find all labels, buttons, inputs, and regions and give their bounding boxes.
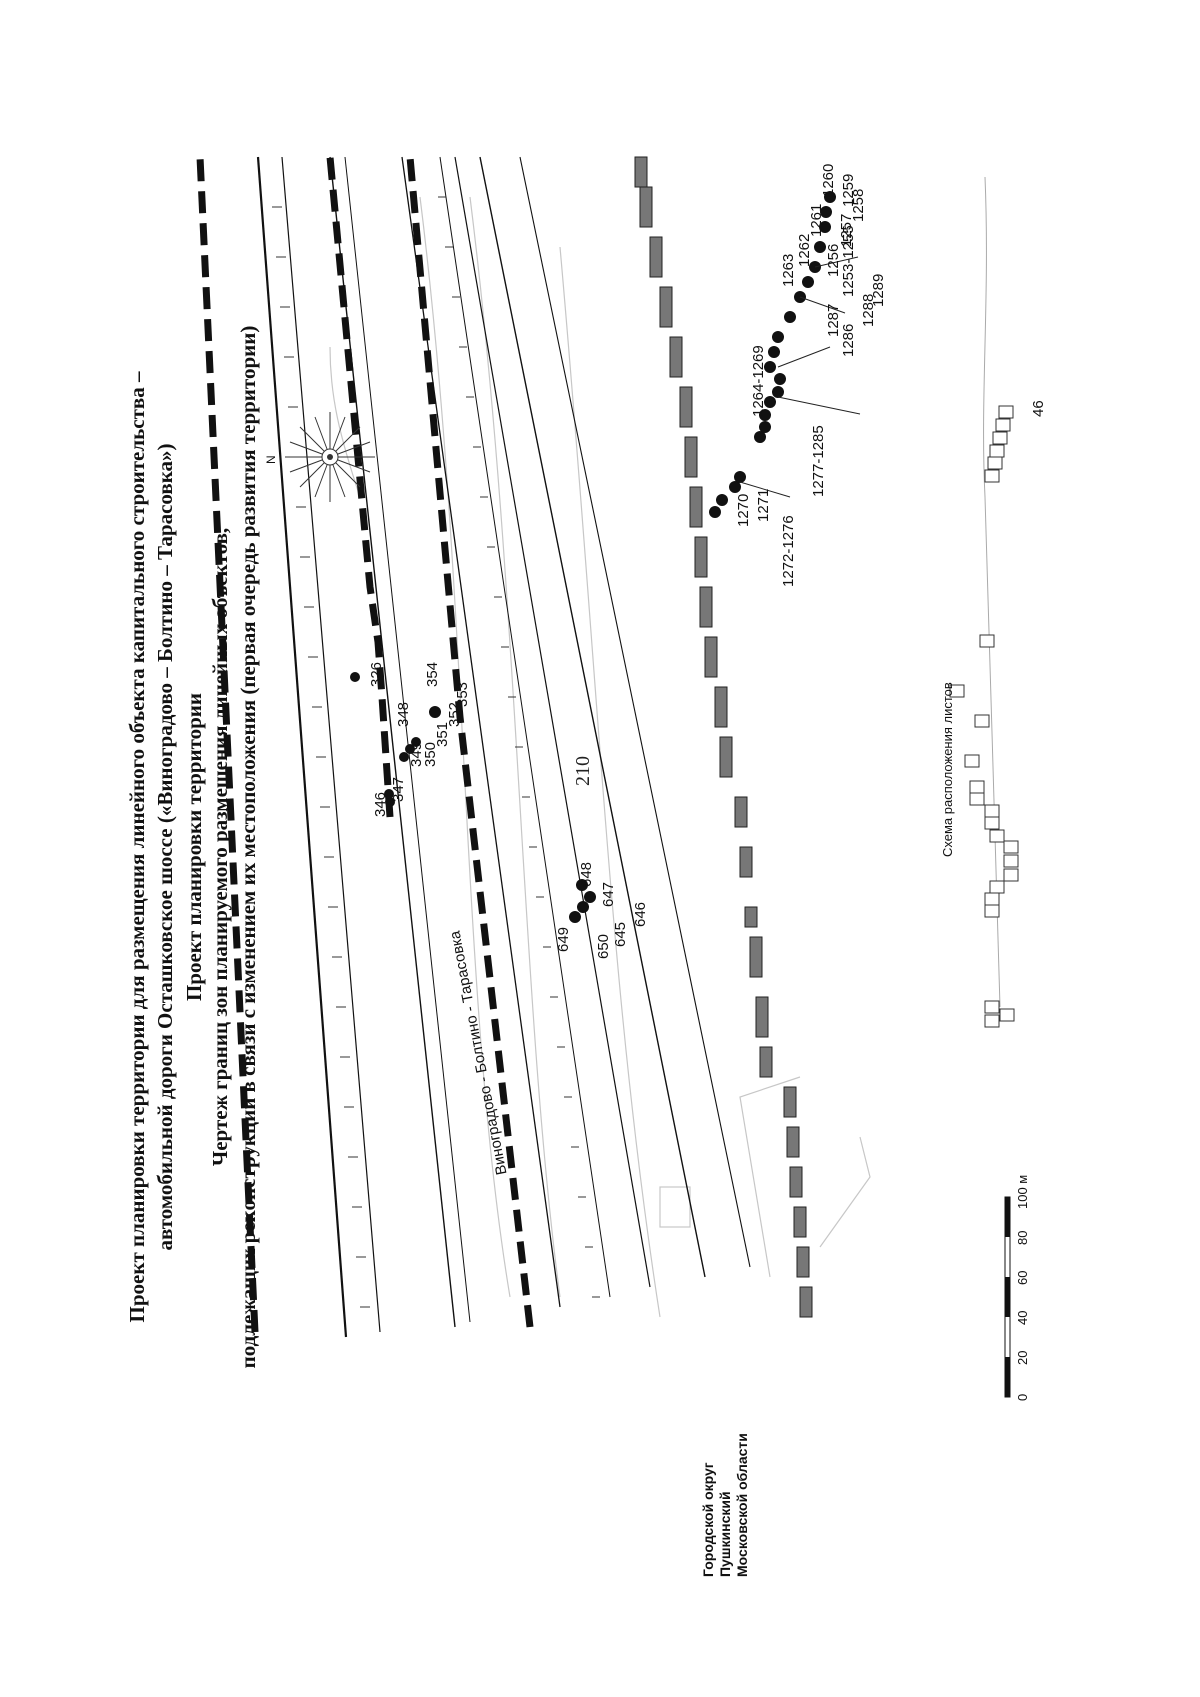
point-label-346: 346 [372,791,389,817]
scale-tick-100: 100 м [1015,1174,1030,1209]
scale-bar [1004,1196,1011,1398]
scale-tick-20: 20 [1015,1350,1030,1365]
point-label-1263: 1263 [780,253,797,287]
compass-north-label: N [264,455,278,464]
point-label-650: 650 [595,933,612,959]
district-label: Городской округ Пушкинский Московской об… [700,1433,751,1577]
point-label-1259: 1259 [840,173,857,207]
point-label-347: 347 [390,776,407,802]
scale-tick-80: 80 [1015,1230,1030,1245]
sheet-layout-schema [949,176,1019,1028]
point-label-1261: 1261 [808,203,825,237]
point-label-1272: 1272-1276 [780,515,797,587]
schema-title: Схема расположения листов [940,682,955,857]
point-label-326: 326 [368,661,385,687]
point-label-647: 647 [600,881,617,907]
point-label-1286: 1286 [840,323,857,357]
point-label-1256: 1256 [825,243,842,277]
point-label-348: 348 [395,701,412,727]
scale-tick-0: 0 [1015,1393,1030,1401]
scale-tick-40: 40 [1015,1310,1030,1325]
point-label-354: 354 [424,661,441,687]
point-label-1270: 1270 [735,493,752,527]
schema-callout: 46 [1030,400,1047,417]
point-label-1262: 1262 [796,233,813,267]
leader-lines [739,256,861,498]
point-label-1277: 1277-1285 [810,425,827,497]
point-label-646: 646 [632,901,649,927]
point-label-1287: 1287 [825,303,842,337]
point-label-648: 648 [578,861,595,887]
zone-boundary-north [326,156,394,818]
point-label-1271: 1271 [755,488,772,522]
compass-rose-icon [285,412,375,502]
parcels [634,156,813,1318]
point-label-1260: 1260 [820,163,837,197]
point-markers [350,191,836,923]
zone-boundary-dashes [196,156,534,1333]
point-label-1289: 1289 [870,273,887,307]
point-label-645: 645 [612,921,629,947]
district-line-2: Пушкинский [717,1491,733,1577]
point-label-1264: 1264-1269 [750,345,767,417]
point-label-649: 649 [555,926,572,952]
district-line-3: Московской области [734,1433,750,1577]
scale-tick-60: 60 [1015,1270,1030,1285]
point-label-353: 353 [454,681,471,707]
district-line-1: Городской округ [700,1462,716,1577]
